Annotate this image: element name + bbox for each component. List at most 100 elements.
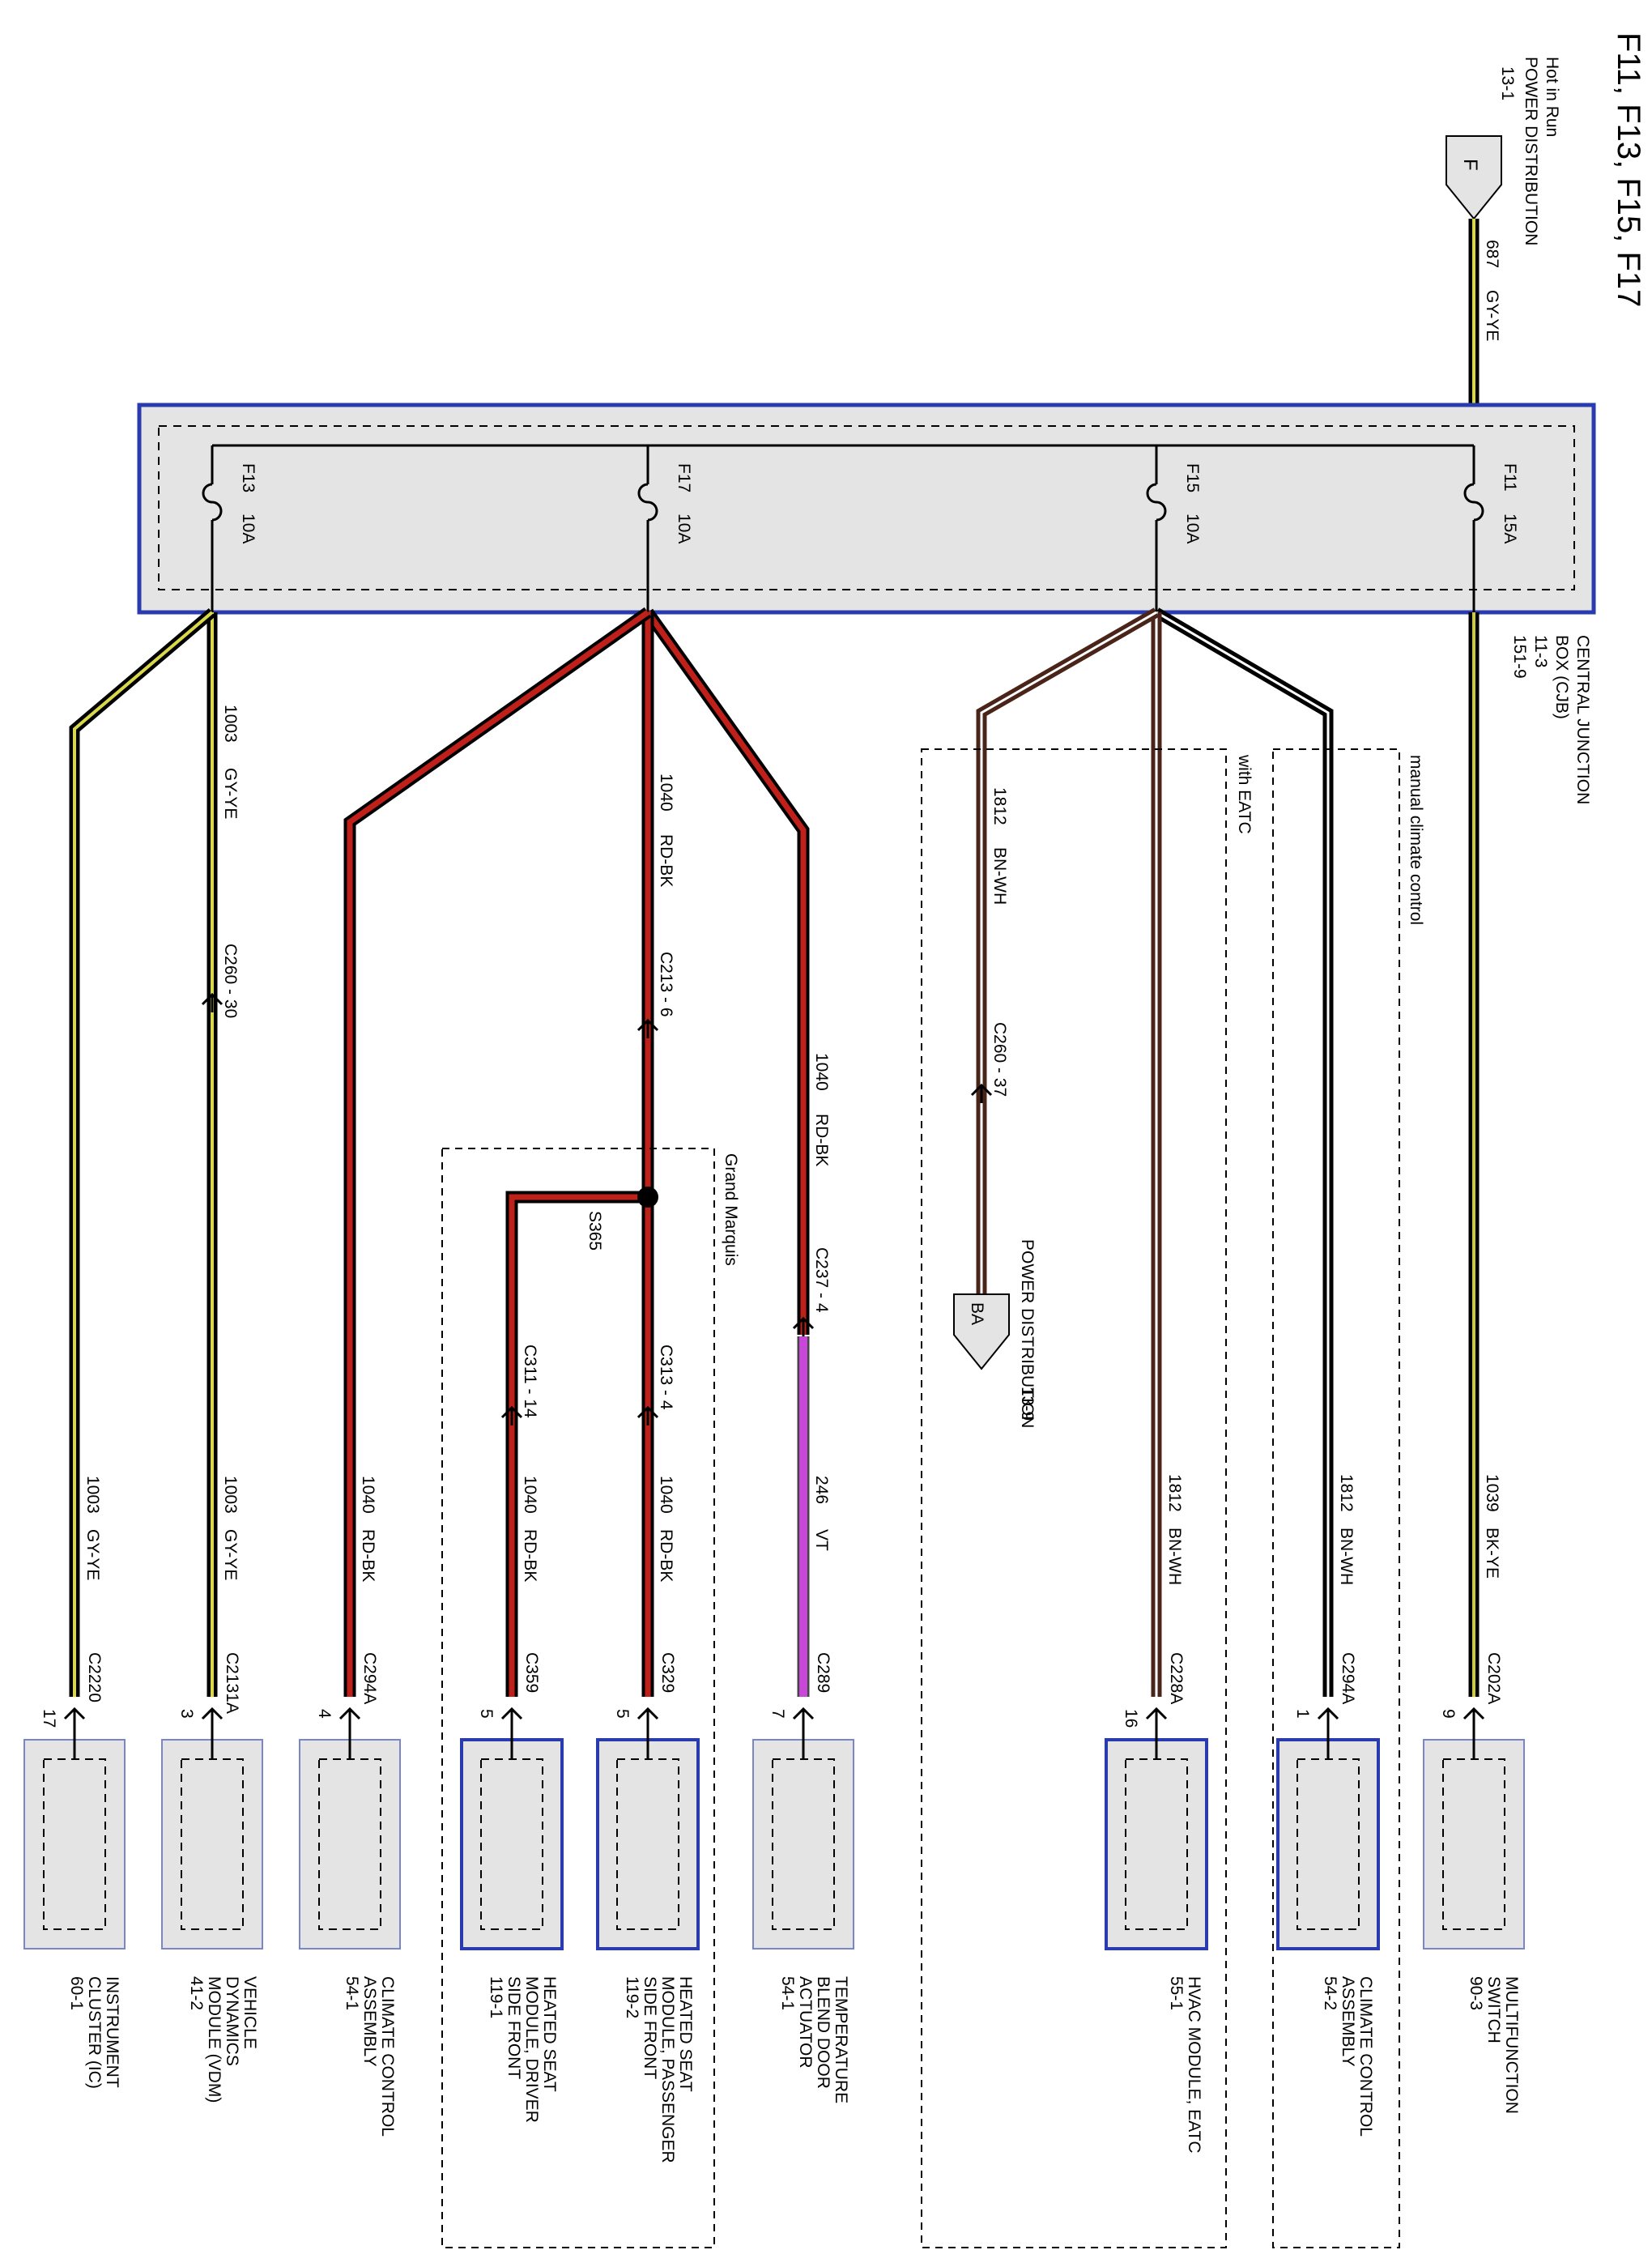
wire-1040-cc-color: RD-BK bbox=[359, 1529, 377, 1582]
wire-1812-manual-color: BN-WH bbox=[1337, 1528, 1356, 1585]
module-1-ref: 54-2 bbox=[1321, 1976, 1339, 2010]
module-0-name1: MULTIFUNCTION bbox=[1502, 1976, 1521, 2114]
module-2-ref: 55-1 bbox=[1167, 1976, 1186, 2010]
module-8-pin: 17 bbox=[40, 1709, 58, 1728]
wire-1040-cc-inner bbox=[347, 610, 650, 1697]
wire-1040-cc-number: 1040 bbox=[359, 1476, 377, 1514]
fuse-3-rating: 10A bbox=[239, 513, 258, 543]
wire-1040-pass-number: 1040 bbox=[657, 1476, 675, 1514]
fuse-1-id: F15 bbox=[1183, 463, 1202, 492]
module-8-name1: INSTRUMENT bbox=[103, 1976, 121, 2088]
connector-ba bbox=[953, 1293, 1010, 1370]
wire-1812-manual-inner bbox=[1156, 611, 1330, 1697]
wire-1812-powerdist-outer bbox=[976, 607, 1160, 1294]
module-0-name2: SWITCH bbox=[1484, 1976, 1503, 2043]
wire-1040-driver-inner bbox=[509, 1194, 648, 1697]
module-8-ref: 60-1 bbox=[67, 1976, 86, 2010]
module-0-pin: 9 bbox=[1439, 1709, 1458, 1719]
module-4-box bbox=[596, 1738, 700, 1950]
wire-1039-color: BK-YE bbox=[1483, 1528, 1501, 1579]
cjb-ref2: 151-9 bbox=[1510, 635, 1529, 679]
power-dist-2-label: POWER DISTRIBUTION bbox=[1018, 1239, 1037, 1428]
region-eatc-label: with EATC bbox=[1235, 754, 1254, 834]
region-grand-marquis-label: Grand Marquis bbox=[722, 1153, 740, 1266]
source-label-line2: POWER DISTRIBUTION bbox=[1522, 57, 1540, 245]
wire-1040-main-color: RD-BK bbox=[657, 834, 675, 887]
module-0-ref: 90-3 bbox=[1467, 1976, 1485, 2010]
module-1-connector-symbol bbox=[1317, 1707, 1339, 1727]
region-grand-marquis bbox=[441, 1148, 715, 2248]
module-2-box bbox=[1105, 1738, 1208, 1950]
wire-1039-number: 1039 bbox=[1483, 1474, 1501, 1512]
wire-1812-top-color: BN-WH bbox=[990, 847, 1009, 905]
c260-37-label: C260 - 37 bbox=[990, 1022, 1009, 1097]
module-5-connector: C359 bbox=[522, 1652, 541, 1693]
wire-1812-powerdist-inner bbox=[980, 611, 1157, 1294]
fuse-1-rating: 10A bbox=[1183, 513, 1202, 543]
fuse-3-symbol bbox=[202, 483, 223, 522]
power-dist-2-ref: 13-9 bbox=[1018, 1387, 1037, 1421]
wire-1040-driver-outer bbox=[505, 1191, 648, 1697]
c260-30-label: C260 - 30 bbox=[221, 944, 240, 1018]
wire-1812-hvac-color: BN-WH bbox=[1165, 1528, 1184, 1585]
source-ref: 13-1 bbox=[1498, 66, 1517, 100]
module-7-pin: 3 bbox=[177, 1709, 196, 1719]
inline-connector-c313-4 bbox=[637, 1405, 659, 1425]
wire-246-number: 246 bbox=[812, 1476, 831, 1504]
wire-1040-main-number: 1040 bbox=[657, 773, 675, 812]
wire-1003-vdm-color: GY-YE bbox=[221, 1529, 240, 1580]
module-1-box bbox=[1276, 1738, 1380, 1950]
module-4-name2: MODULE, PASSENGER bbox=[658, 1976, 677, 2163]
module-6-connector: C294A bbox=[360, 1652, 379, 1704]
connector-f bbox=[1446, 135, 1502, 220]
fuse-3-id: F13 bbox=[239, 463, 258, 492]
module-7-ref: 41-2 bbox=[187, 1976, 206, 2010]
inline-connector-c237-4 bbox=[792, 1316, 815, 1336]
wire-1040-temp-inner bbox=[645, 610, 807, 1335]
module-0-connector-symbol bbox=[1463, 1707, 1485, 1727]
fuse-0-id: F11 bbox=[1501, 463, 1519, 492]
wire-1003-ic-inner bbox=[73, 611, 214, 1697]
module-5-pin: 5 bbox=[477, 1709, 496, 1719]
module-6-box bbox=[299, 1739, 401, 1950]
module-4-connector-symbol bbox=[637, 1707, 659, 1727]
module-8-box bbox=[23, 1739, 126, 1950]
module-8-connector: C2220 bbox=[85, 1652, 104, 1702]
module-7-name1: VEHICLE bbox=[241, 1976, 259, 2049]
wire-1040-drv-color: RD-BK bbox=[521, 1529, 539, 1582]
fuse-2-rating: 10A bbox=[675, 513, 693, 543]
module-6-connector-symbol bbox=[338, 1707, 361, 1727]
module-5-connector-symbol bbox=[500, 1707, 523, 1727]
module-8-name2: CLUSTER (IC) bbox=[85, 1976, 104, 2089]
module-2-name1: HVAC MODULE, EATC bbox=[1185, 1976, 1203, 2154]
wire-1040-pass-color: RD-BK bbox=[657, 1529, 675, 1582]
inline-connector-c213-6 bbox=[637, 1018, 659, 1038]
wire-687-color: GY-YE bbox=[1483, 290, 1501, 341]
module-2-connector-symbol bbox=[1145, 1707, 1168, 1727]
fuse-2-symbol bbox=[637, 483, 658, 522]
module-1-name1: CLIMATE CONTROL bbox=[1356, 1976, 1375, 2137]
module-6-ref: 54-1 bbox=[343, 1976, 361, 2010]
module-4-ref: 119-2 bbox=[623, 1976, 641, 2018]
module-3-ref: 54-1 bbox=[778, 1976, 797, 2010]
module-4-pin: 5 bbox=[613, 1709, 632, 1719]
wire-1812-hvac-number: 1812 bbox=[1165, 1474, 1184, 1512]
module-3-name3: ACTUATOR bbox=[796, 1976, 815, 2069]
module-7-box bbox=[161, 1739, 263, 1950]
source-label-line1: Hot in Run bbox=[1543, 57, 1561, 137]
module-6-name2: ASSEMBLY bbox=[360, 1976, 379, 2067]
fuse-2-id: F17 bbox=[675, 463, 693, 492]
region-eatc bbox=[921, 748, 1227, 2248]
inline-connector-c260-30 bbox=[201, 992, 224, 1012]
module-2-pin: 16 bbox=[1122, 1709, 1140, 1728]
module-1-connector: C294A bbox=[1339, 1652, 1357, 1704]
module-3-box bbox=[752, 1739, 854, 1950]
module-7-name3: MODULE (VDM) bbox=[205, 1976, 224, 2103]
central-junction-box bbox=[137, 403, 1596, 615]
module-4-connector: C329 bbox=[658, 1652, 677, 1693]
wire-1040-temp-color: RD-BK bbox=[812, 1114, 831, 1166]
module-2-connector: C228A bbox=[1167, 1652, 1186, 1704]
module-6-name1: CLIMATE CONTROL bbox=[378, 1976, 397, 2137]
module-0-connector: C202A bbox=[1484, 1652, 1503, 1704]
